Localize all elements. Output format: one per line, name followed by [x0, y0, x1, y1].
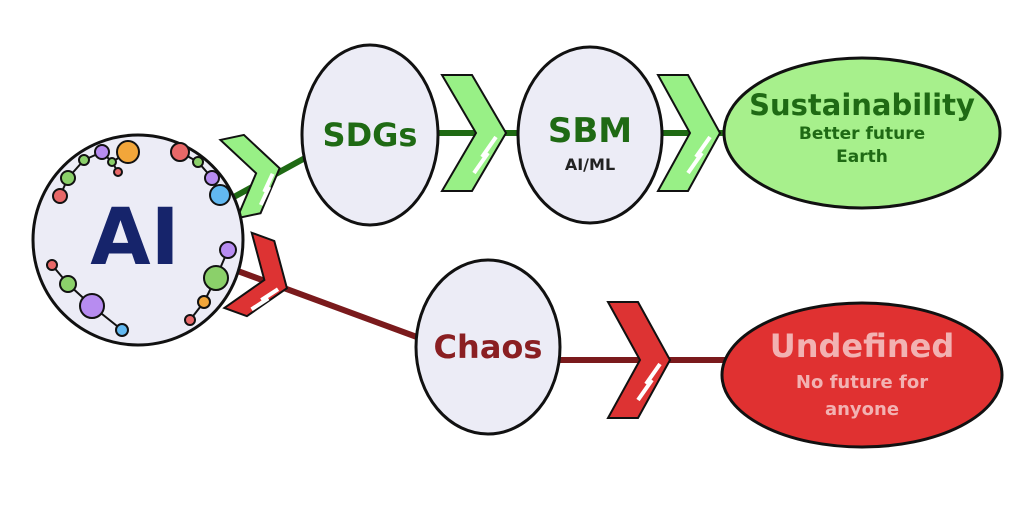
sbm-sublabel: AI/ML: [565, 155, 615, 174]
red-chevron-arrow-1: [222, 231, 289, 318]
sbm-label: SBM: [548, 111, 632, 151]
chaos-label: Chaos: [434, 328, 543, 366]
sustainability-line-2: Earth: [836, 147, 888, 167]
ai-node: AI: [31, 133, 245, 347]
undefined-title: Undefined: [770, 327, 954, 365]
chaos-node: Chaos: [414, 258, 562, 436]
green-chevron-arrow-3: [656, 74, 722, 192]
green-chevron-arrow-2: [440, 74, 508, 192]
sdgs-label: SDGs: [323, 116, 418, 154]
sbm-node: SBM AI/ML: [516, 45, 664, 225]
undefined-node: Undefined No future for anyone: [720, 301, 1004, 449]
sustainability-line-1: Better future: [799, 124, 925, 144]
sdgs-node: SDGs: [300, 43, 440, 227]
green-chevron-arrow-1: [218, 133, 281, 220]
red-chevron-arrow-2: [606, 301, 672, 419]
molecule-decoration-icon: [46, 140, 237, 337]
sustainability-title: Sustainability: [749, 88, 975, 122]
sustainability-node: Sustainability Better future Earth: [722, 56, 1002, 210]
ai-label: AI: [90, 193, 179, 283]
undefined-line-1: No future for: [796, 372, 928, 393]
undefined-line-2: anyone: [825, 399, 899, 420]
